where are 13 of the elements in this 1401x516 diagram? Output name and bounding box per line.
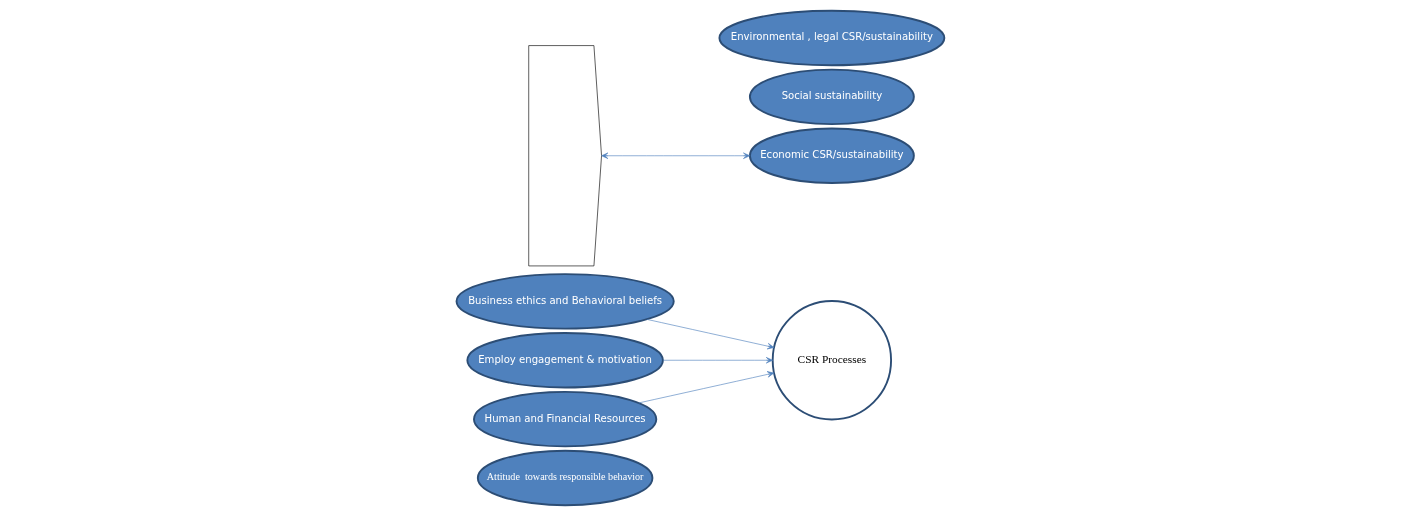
arrow <box>601 152 751 159</box>
arrow <box>638 371 775 404</box>
node-ellipse: Attitude towards responsible behavior <box>476 449 654 507</box>
node-chevron <box>528 45 602 267</box>
arrow <box>662 357 773 364</box>
node-ellipse: Business ethics and Behavioral beliefs <box>455 273 675 330</box>
node-ellipse: Social sustainability <box>748 68 915 126</box>
arrow <box>646 319 775 350</box>
node-ellipse: Employ engagement & motivation <box>466 332 664 389</box>
node-ellipse: Economic CSR/sustainability <box>748 127 915 184</box>
node-ellipse: Human and Financial Resources <box>473 390 658 448</box>
node-circle: CSR Processes <box>771 300 893 421</box>
node-ellipse: Environmental , legal CSR/sustainability <box>718 9 946 67</box>
